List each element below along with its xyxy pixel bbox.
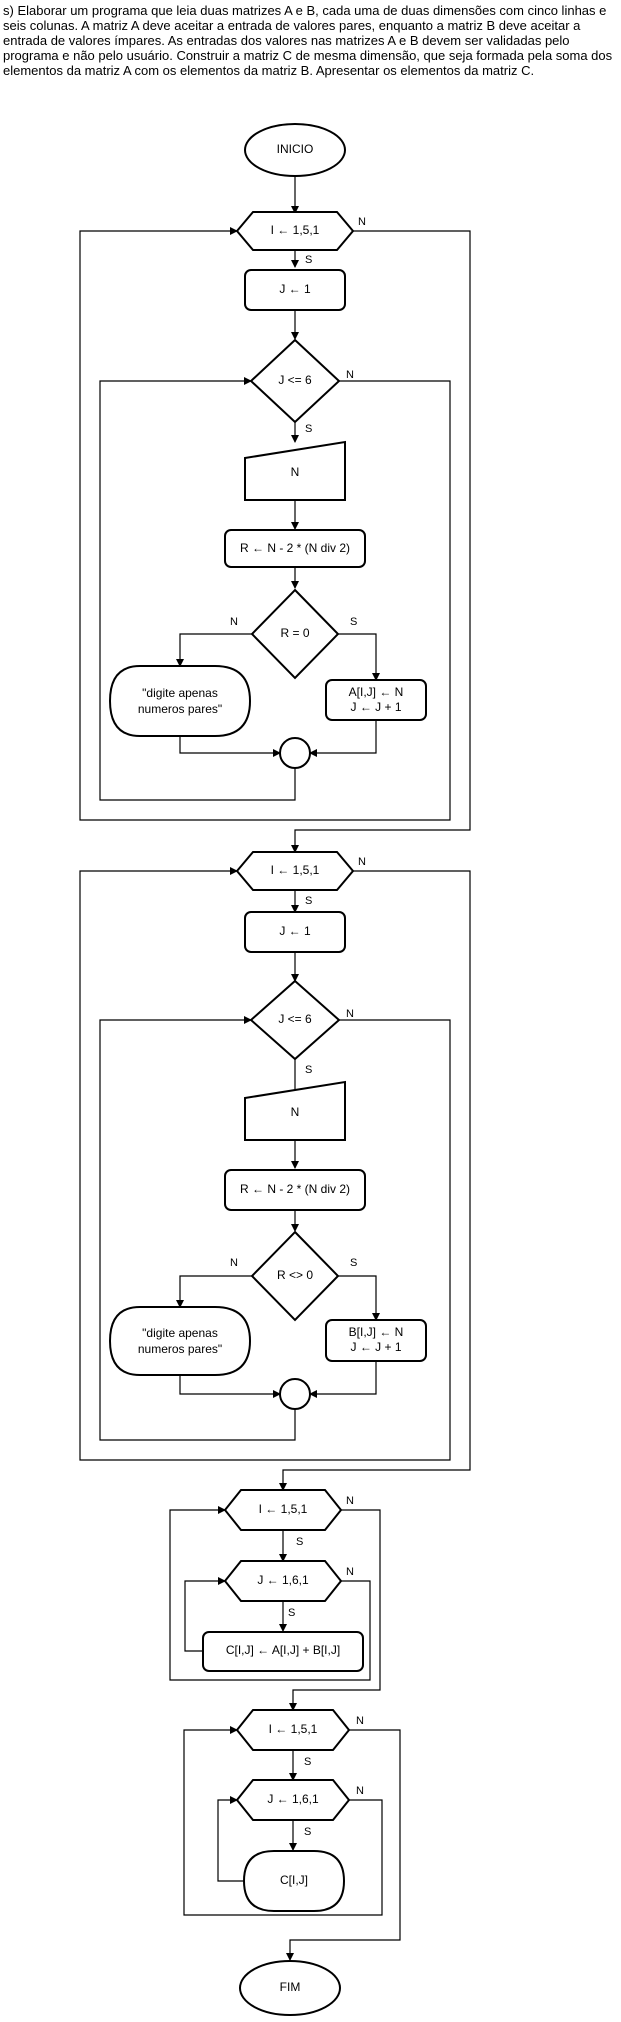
loop-i-out-no-label: N <box>356 1715 364 1727</box>
problem-statement: s) Elaborar um programa que leia duas ma… <box>3 3 613 78</box>
loop-i-out-yes-label: S <box>304 1756 311 1768</box>
loop-i-a-no-label: N <box>358 216 366 228</box>
input-n-b: N <box>244 1080 346 1141</box>
decision-r-b-no-label: N <box>230 1257 238 1269</box>
init-j-a-label: J ← 1 <box>279 282 311 296</box>
message-display-b: "digite apenas numeros pares" <box>108 1306 252 1376</box>
decision-j-b-yes-label: S <box>305 1064 312 1076</box>
assign-c-label: C[I,J] ← A[I,J] + B[I,J] <box>226 1643 340 1657</box>
connector-a <box>279 737 311 769</box>
start-terminal: INICIO <box>244 123 346 177</box>
loop-j-sum-yes-label: S <box>288 1607 295 1619</box>
calc-r-b-label: R ← N - 2 * (N div 2) <box>240 1182 350 1196</box>
decision-j-b-label: J <= 6 <box>278 1012 312 1026</box>
loop-j-sum: J ← 1,6,1 <box>223 1560 343 1602</box>
loop-i-b-label: I ← 1,5,1 <box>271 863 320 877</box>
branch-labels-out: N S N S <box>304 1715 364 1838</box>
decision-r-a: R = 0 <box>250 588 340 680</box>
loop-j-out-yes-label: S <box>304 1826 311 1838</box>
decision-j-a-no-label: N <box>346 369 354 381</box>
assign-c: C[I,J] ← A[I,J] + B[I,J] <box>202 1631 364 1672</box>
message-a-line1: "digite apenas <box>142 686 218 700</box>
loop-i-a-label: I ← 1,5,1 <box>271 223 320 237</box>
loop-j-sum-label: J ← 1,6,1 <box>257 1573 309 1587</box>
assign-b-line2: J ← J + 1 <box>350 1340 401 1354</box>
input-n-a-label: N <box>291 465 300 479</box>
message-display-a: "digite apenas numeros pares" <box>108 665 252 737</box>
decision-r-a-label: R = 0 <box>280 626 309 640</box>
decision-j-b: J <= 6 <box>249 979 341 1061</box>
loop-i-sum-yes-label: S <box>296 1536 303 1548</box>
decision-j-b-no-label: N <box>346 1008 354 1020</box>
assign-b-line1: B[I,J] ← N <box>349 1325 404 1339</box>
loop-i-a-yes-label: S <box>305 254 312 266</box>
branch-labels-b: N S N S N S <box>230 856 366 1269</box>
decision-j-a: J <= 6 <box>249 338 341 424</box>
message-b-line1: "digite apenas <box>142 1326 218 1340</box>
decision-r-b-yes-label: S <box>350 1257 357 1269</box>
display-c: C[I,J] <box>242 1850 346 1912</box>
branch-labels-a: N S N S N S <box>230 216 366 628</box>
calc-r-a-label: R ← N - 2 * (N div 2) <box>240 541 350 555</box>
loop-i-sum-label: I ← 1,5,1 <box>259 1502 308 1516</box>
assign-a-line1: A[I,J] ← N <box>349 685 404 699</box>
loop-i-b-yes-label: S <box>305 895 312 907</box>
start-label: INICIO <box>277 142 314 156</box>
loop-j-out-no-label: N <box>356 1785 364 1797</box>
input-n-a: N <box>244 440 346 501</box>
assign-b: B[I,J] ← N J ← J + 1 <box>325 1319 427 1362</box>
loop-j-sum-no-label: N <box>346 1566 354 1578</box>
decision-r-a-no-label: N <box>230 616 238 628</box>
loop-j-out: J ← 1,6,1 <box>235 1779 351 1821</box>
init-j-b-label: J ← 1 <box>279 924 311 938</box>
branch-labels-sum: N S N S <box>288 1495 354 1619</box>
loop-i-b: I ← 1,5,1 <box>235 851 355 891</box>
init-j-b: J ← 1 <box>244 911 346 953</box>
decision-j-a-label: J <= 6 <box>278 373 312 387</box>
assign-a: A[I,J] ← N J ← J + 1 <box>325 679 427 721</box>
end-label: FIM <box>280 1980 301 1994</box>
display-c-label: C[I,J] <box>280 1873 308 1887</box>
assign-a-line2: J ← J + 1 <box>350 700 401 714</box>
init-j-a: J ← 1 <box>244 269 346 311</box>
loop-j-out-label: J ← 1,6,1 <box>267 1792 319 1806</box>
loop-i-out-label: I ← 1,5,1 <box>269 1722 318 1736</box>
decision-j-a-yes-label: S <box>305 423 312 435</box>
calc-r-a: R ← N - 2 * (N div 2) <box>224 529 366 568</box>
message-b-line2: numeros pares" <box>138 1342 222 1356</box>
calc-r-b: R ← N - 2 * (N div 2) <box>224 1169 366 1211</box>
loop-i-sum-no-label: N <box>346 1495 354 1507</box>
message-a-line2: numeros pares" <box>138 702 222 716</box>
loop-i-b-no-label: N <box>358 856 366 868</box>
connectors <box>79 176 471 1961</box>
end-terminal: FIM <box>239 1960 341 2016</box>
input-n-b-label: N <box>291 1105 300 1119</box>
loop-i-sum: I ← 1,5,1 <box>223 1489 343 1531</box>
decision-r-a-yes-label: S <box>350 616 357 628</box>
connector-b <box>279 1378 311 1410</box>
loop-i-a: I ← 1,5,1 <box>235 211 355 251</box>
decision-r-b: R <> 0 <box>250 1230 340 1322</box>
loop-i-out: I ← 1,5,1 <box>235 1709 351 1751</box>
decision-r-b-label: R <> 0 <box>277 1268 313 1282</box>
